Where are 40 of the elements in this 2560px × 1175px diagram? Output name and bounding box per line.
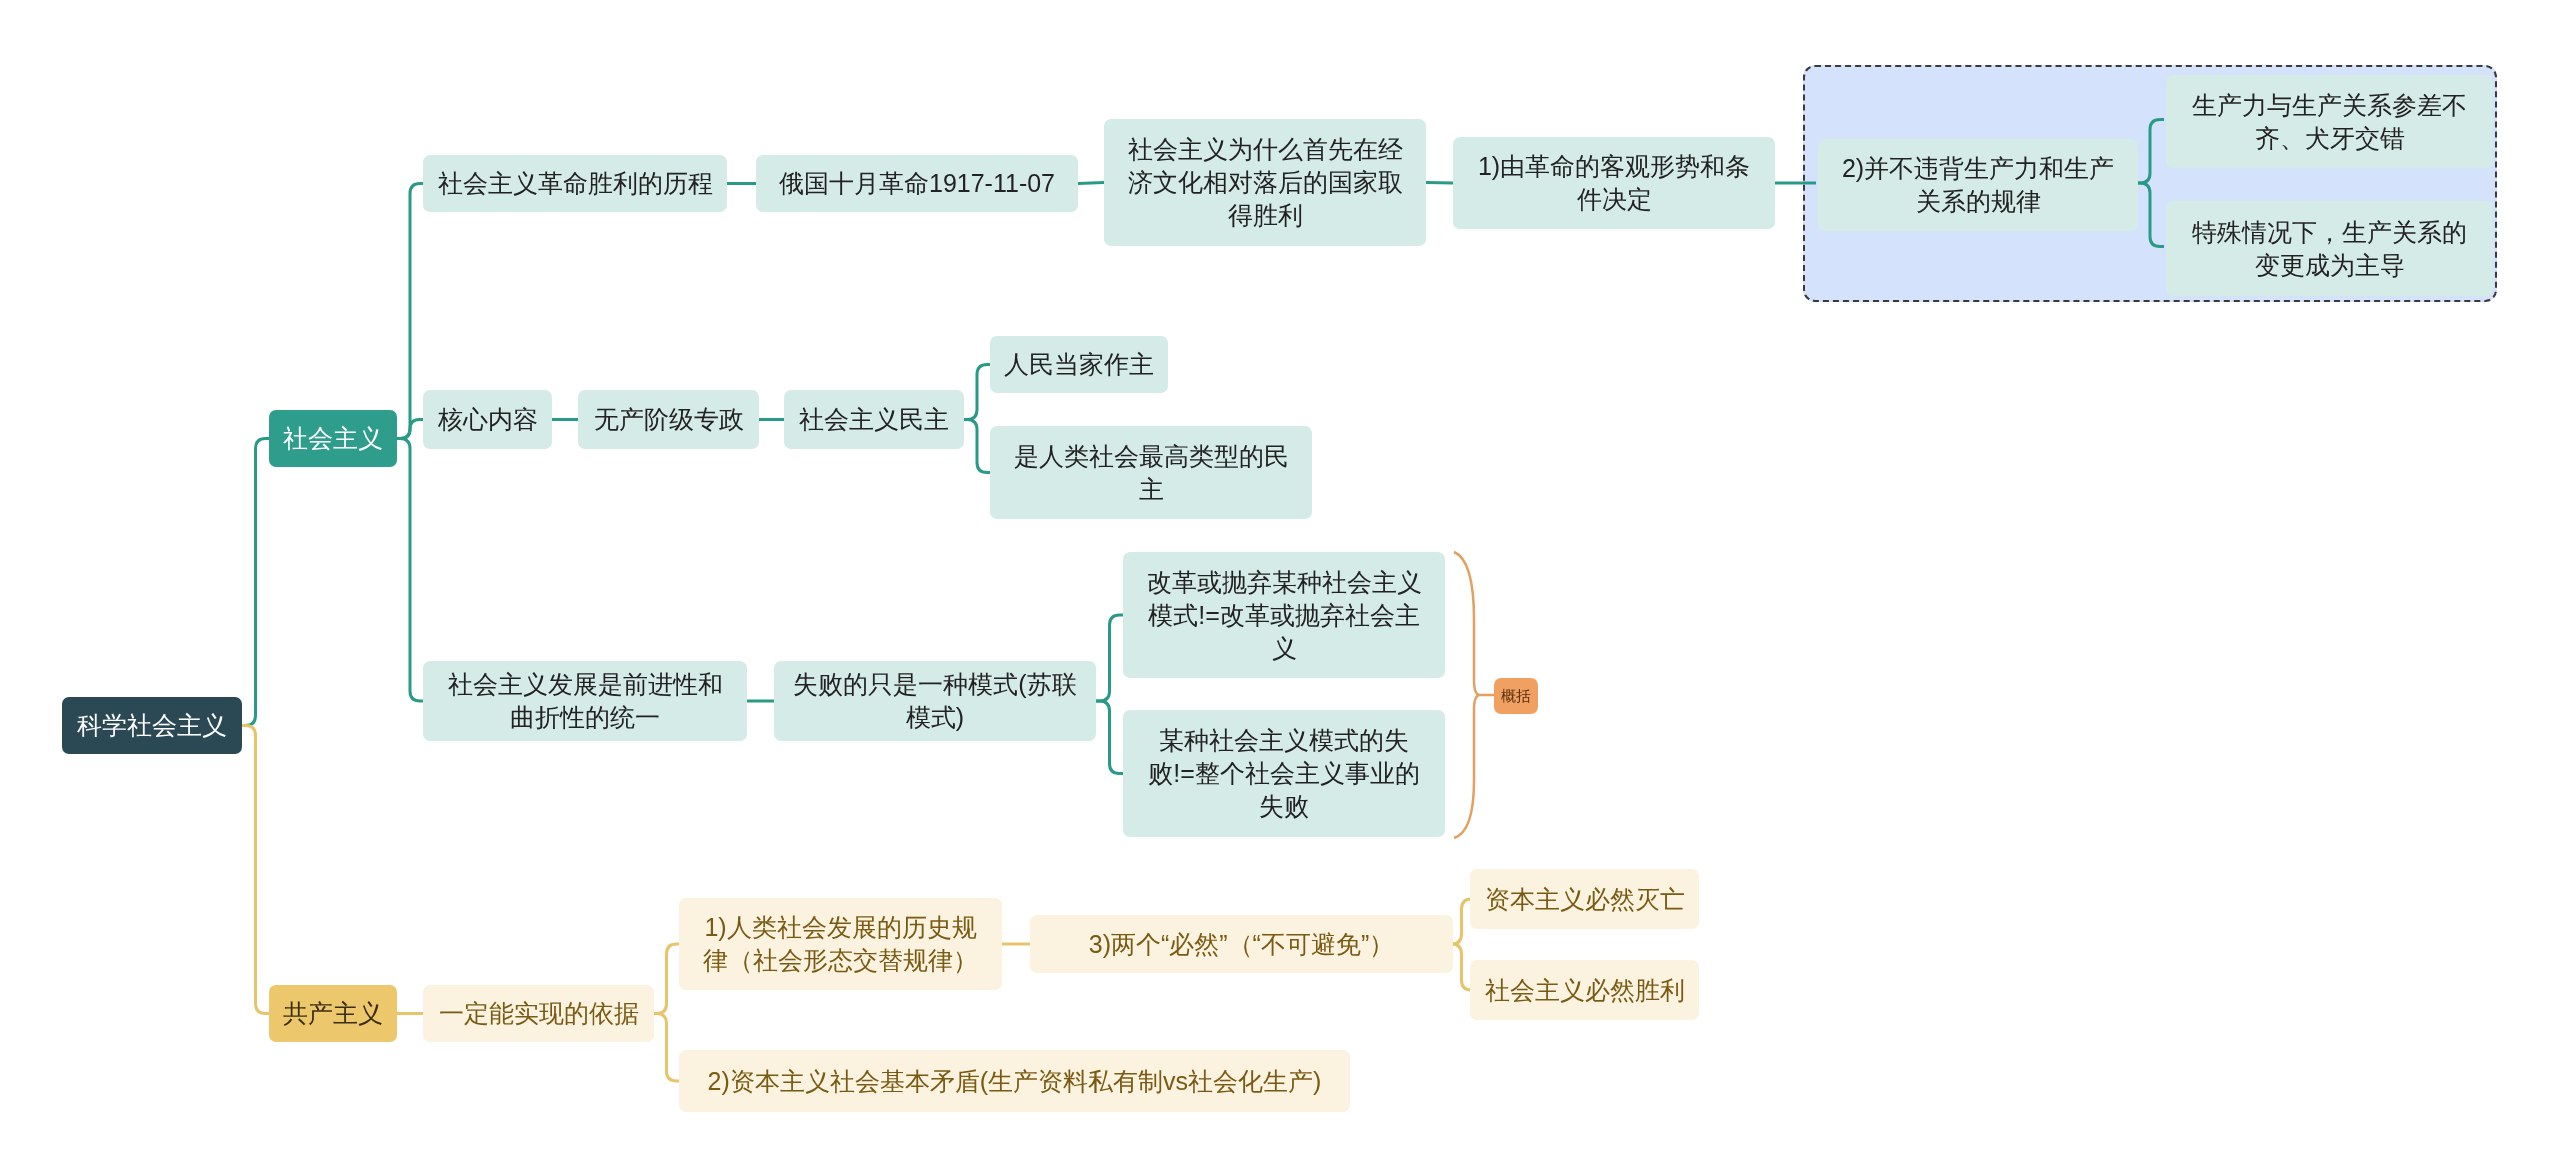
subtopic-box: 核心内容 xyxy=(423,390,552,449)
connector xyxy=(964,418,990,474)
subtopic-box: 社会主义革命胜利的历程 xyxy=(423,155,727,212)
subtopic-box: 生产力与生产关系参差不齐、犬牙交错 xyxy=(2166,75,2493,168)
connector xyxy=(654,1012,679,1083)
subtopic-box: 社会主义民主 xyxy=(784,390,964,449)
subtopic-box: 社会主义必然胜利 xyxy=(1470,960,1699,1020)
connector xyxy=(747,699,774,703)
summary-tag: 概括 xyxy=(1494,678,1538,714)
group-frame xyxy=(1803,65,2497,302)
connector xyxy=(1775,181,1816,185)
connector xyxy=(727,182,756,185)
subtopic-box: 改革或抛弃某种社会主义模式!=改革或抛弃社会主义 xyxy=(1123,552,1445,678)
root-topic-box: 科学社会主义 xyxy=(62,697,242,754)
subtopic-box: 无产阶级专政 xyxy=(578,390,759,449)
subtopic-box: 俄国十月革命1917-11-07 xyxy=(756,155,1078,212)
subtopic-box: 是人类社会最高类型的民主 xyxy=(990,426,1312,519)
subtopic-box: 一定能实现的依据 xyxy=(423,985,654,1042)
connector xyxy=(552,418,578,421)
topic-box: 社会主义 xyxy=(269,410,397,467)
subtopic-box: 1)人类社会发展的历史规律（社会形态交替规律） xyxy=(679,898,1002,990)
subtopic-box: 特殊情况下，生产关系的变更成为主导 xyxy=(2166,201,2493,296)
subtopic-box: 2)并不违背生产力和生产关系的规律 xyxy=(1818,139,2138,231)
subtopic-box: 人民当家作主 xyxy=(990,336,1168,393)
connector xyxy=(1425,181,1454,185)
connector xyxy=(397,437,423,703)
subtopic-box: 社会主义发展是前进性和曲折性的统一 xyxy=(423,661,747,741)
connector xyxy=(759,418,784,421)
subtopic-box: 失败的只是一种模式(苏联模式) xyxy=(774,661,1096,741)
connector xyxy=(397,1012,423,1015)
connector xyxy=(2136,181,2164,248)
subtopic-box: 2)资本主义社会基本矛盾(生产资料私有制vs社会化生产) xyxy=(679,1050,1350,1112)
connector xyxy=(1077,181,1105,185)
subtopic-box: 资本主义必然灭亡 xyxy=(1470,869,1699,929)
topic-box: 共产主义 xyxy=(269,985,397,1042)
subtopic-box: 3)两个“必然”（“不可避免”） xyxy=(1030,915,1453,973)
subtopic-box: 1)由革命的客观形势和条件决定 xyxy=(1453,137,1775,229)
connector xyxy=(1002,942,1030,946)
subtopic-box: 社会主义为什么首先在经济文化相对落后的国家取得胜利 xyxy=(1104,119,1426,246)
subtopic-box: 某种社会主义模式的失败!=整个社会主义事业的失败 xyxy=(1123,710,1445,837)
